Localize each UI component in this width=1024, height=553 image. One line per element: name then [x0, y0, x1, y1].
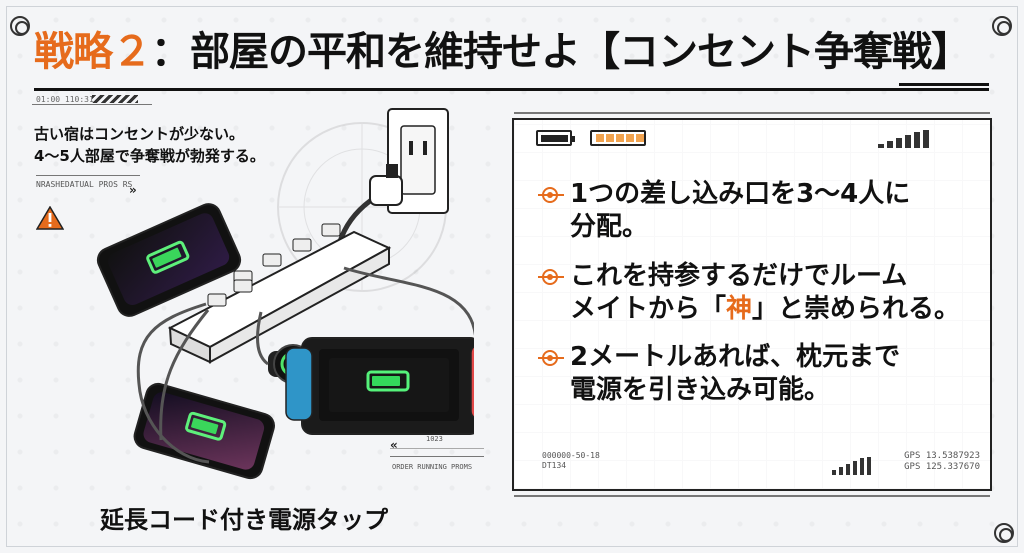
phone-bottom — [133, 382, 275, 480]
gear-icon — [992, 16, 1012, 36]
right-info-panel: 1つの差し込み口を3〜4人に 分配。 これを持参するだけでルーム メイトから「神… — [512, 112, 992, 497]
bullet-text: 電源を引き込み可能。 — [570, 375, 831, 406]
device-illustration — [96, 108, 474, 480]
plug — [369, 164, 403, 206]
header-rule — [32, 104, 152, 105]
bullet-text: 1つの差し込み口を3〜4人に — [570, 179, 911, 209]
bullet-icon — [538, 187, 564, 203]
bullet-text: これを持参するだけでルーム — [570, 260, 908, 291]
bullet-3: 2メートルあれば、枕元まで 電源を引き込み可能。 — [538, 341, 982, 408]
cable — [159, 309, 210, 441]
panel-footer-left: 000000-50-18 DT134 — [542, 451, 600, 471]
footer-code: DT134 — [542, 461, 567, 470]
gps-text: GPS 13.5387923 — [904, 450, 980, 461]
small-panel-top: 1023 — [426, 435, 443, 443]
title-main: ：部屋の平和を維持せよ【コンセント争奪戦】 — [151, 29, 971, 75]
bullet-text: メイトから「 — [570, 293, 727, 324]
left-note-line-1: 古い宿はコンセントが少ない。 — [34, 125, 245, 143]
bullet-2: これを持参するだけでルーム メイトから「神」と崇められる。 — [538, 260, 982, 327]
device-caption: 延長コード付き電源タップ — [100, 506, 388, 534]
compass-icon — [10, 16, 30, 36]
header-time: 01:00 110:31 — [36, 95, 94, 104]
chevrons-icon: « — [390, 438, 398, 452]
header-stripe — [92, 95, 138, 103]
outer-frame — [6, 6, 1018, 547]
small-panel-rule — [390, 456, 484, 457]
gps-text: GPS 125.337670 — [904, 461, 980, 472]
title-accent: 戦略２ — [34, 29, 152, 75]
bullet-text: 分配。 — [570, 212, 649, 243]
signal-bars-icon — [832, 457, 878, 475]
signal-icon — [878, 130, 968, 148]
title-rule — [34, 83, 989, 91]
charging-battery-icon — [590, 130, 646, 146]
small-panel-code: ORDER RUNNING PROMS — [392, 463, 473, 471]
bullet-1: 1つの差し込み口を3〜4人に 分配。 — [538, 178, 982, 245]
bullet-icon — [538, 268, 564, 285]
small-panel-rule — [390, 448, 484, 449]
footer-code: 000000-50-18 — [542, 451, 600, 460]
cable — [136, 302, 210, 464]
panel-bottomline — [514, 495, 990, 497]
battery-icon — [536, 130, 575, 146]
game-console — [285, 337, 474, 435]
mini-label: NRASHEDATUAL PROS RS — [36, 180, 133, 189]
gear-icon — [994, 523, 1014, 543]
bullet-text: 2メートルあれば、枕元まで — [570, 342, 901, 373]
bullet-icon — [538, 350, 564, 367]
panel-topline — [514, 112, 990, 114]
panel-footer-right: GPS 13.5387923 GPS 125.337670 — [904, 451, 980, 474]
page-title: 戦略２ ：部屋の平和を維持せよ【コンセント争奪戦】 — [34, 20, 971, 76]
cable — [343, 266, 474, 338]
mini-label-rule — [36, 175, 140, 176]
highlight-text: 神 — [726, 293, 753, 324]
left-note-line-2: 4〜5人部屋で争奪戦が勃発する。 — [34, 146, 265, 165]
chevrons-icon: » — [129, 183, 137, 197]
warning-icon — [36, 206, 64, 230]
left-note: 古い宿はコンセントが少ない。 4〜5人部屋で争奪戦が勃発する。 — [34, 124, 265, 168]
bullet-list: 1つの差し込み口を3〜4人に 分配。 これを持参するだけでルーム メイトから「神… — [538, 178, 982, 423]
power-strip — [167, 223, 392, 364]
cable — [256, 311, 269, 366]
bullet-text: 」と崇められる。 — [752, 293, 961, 324]
phone-top — [96, 203, 242, 317]
